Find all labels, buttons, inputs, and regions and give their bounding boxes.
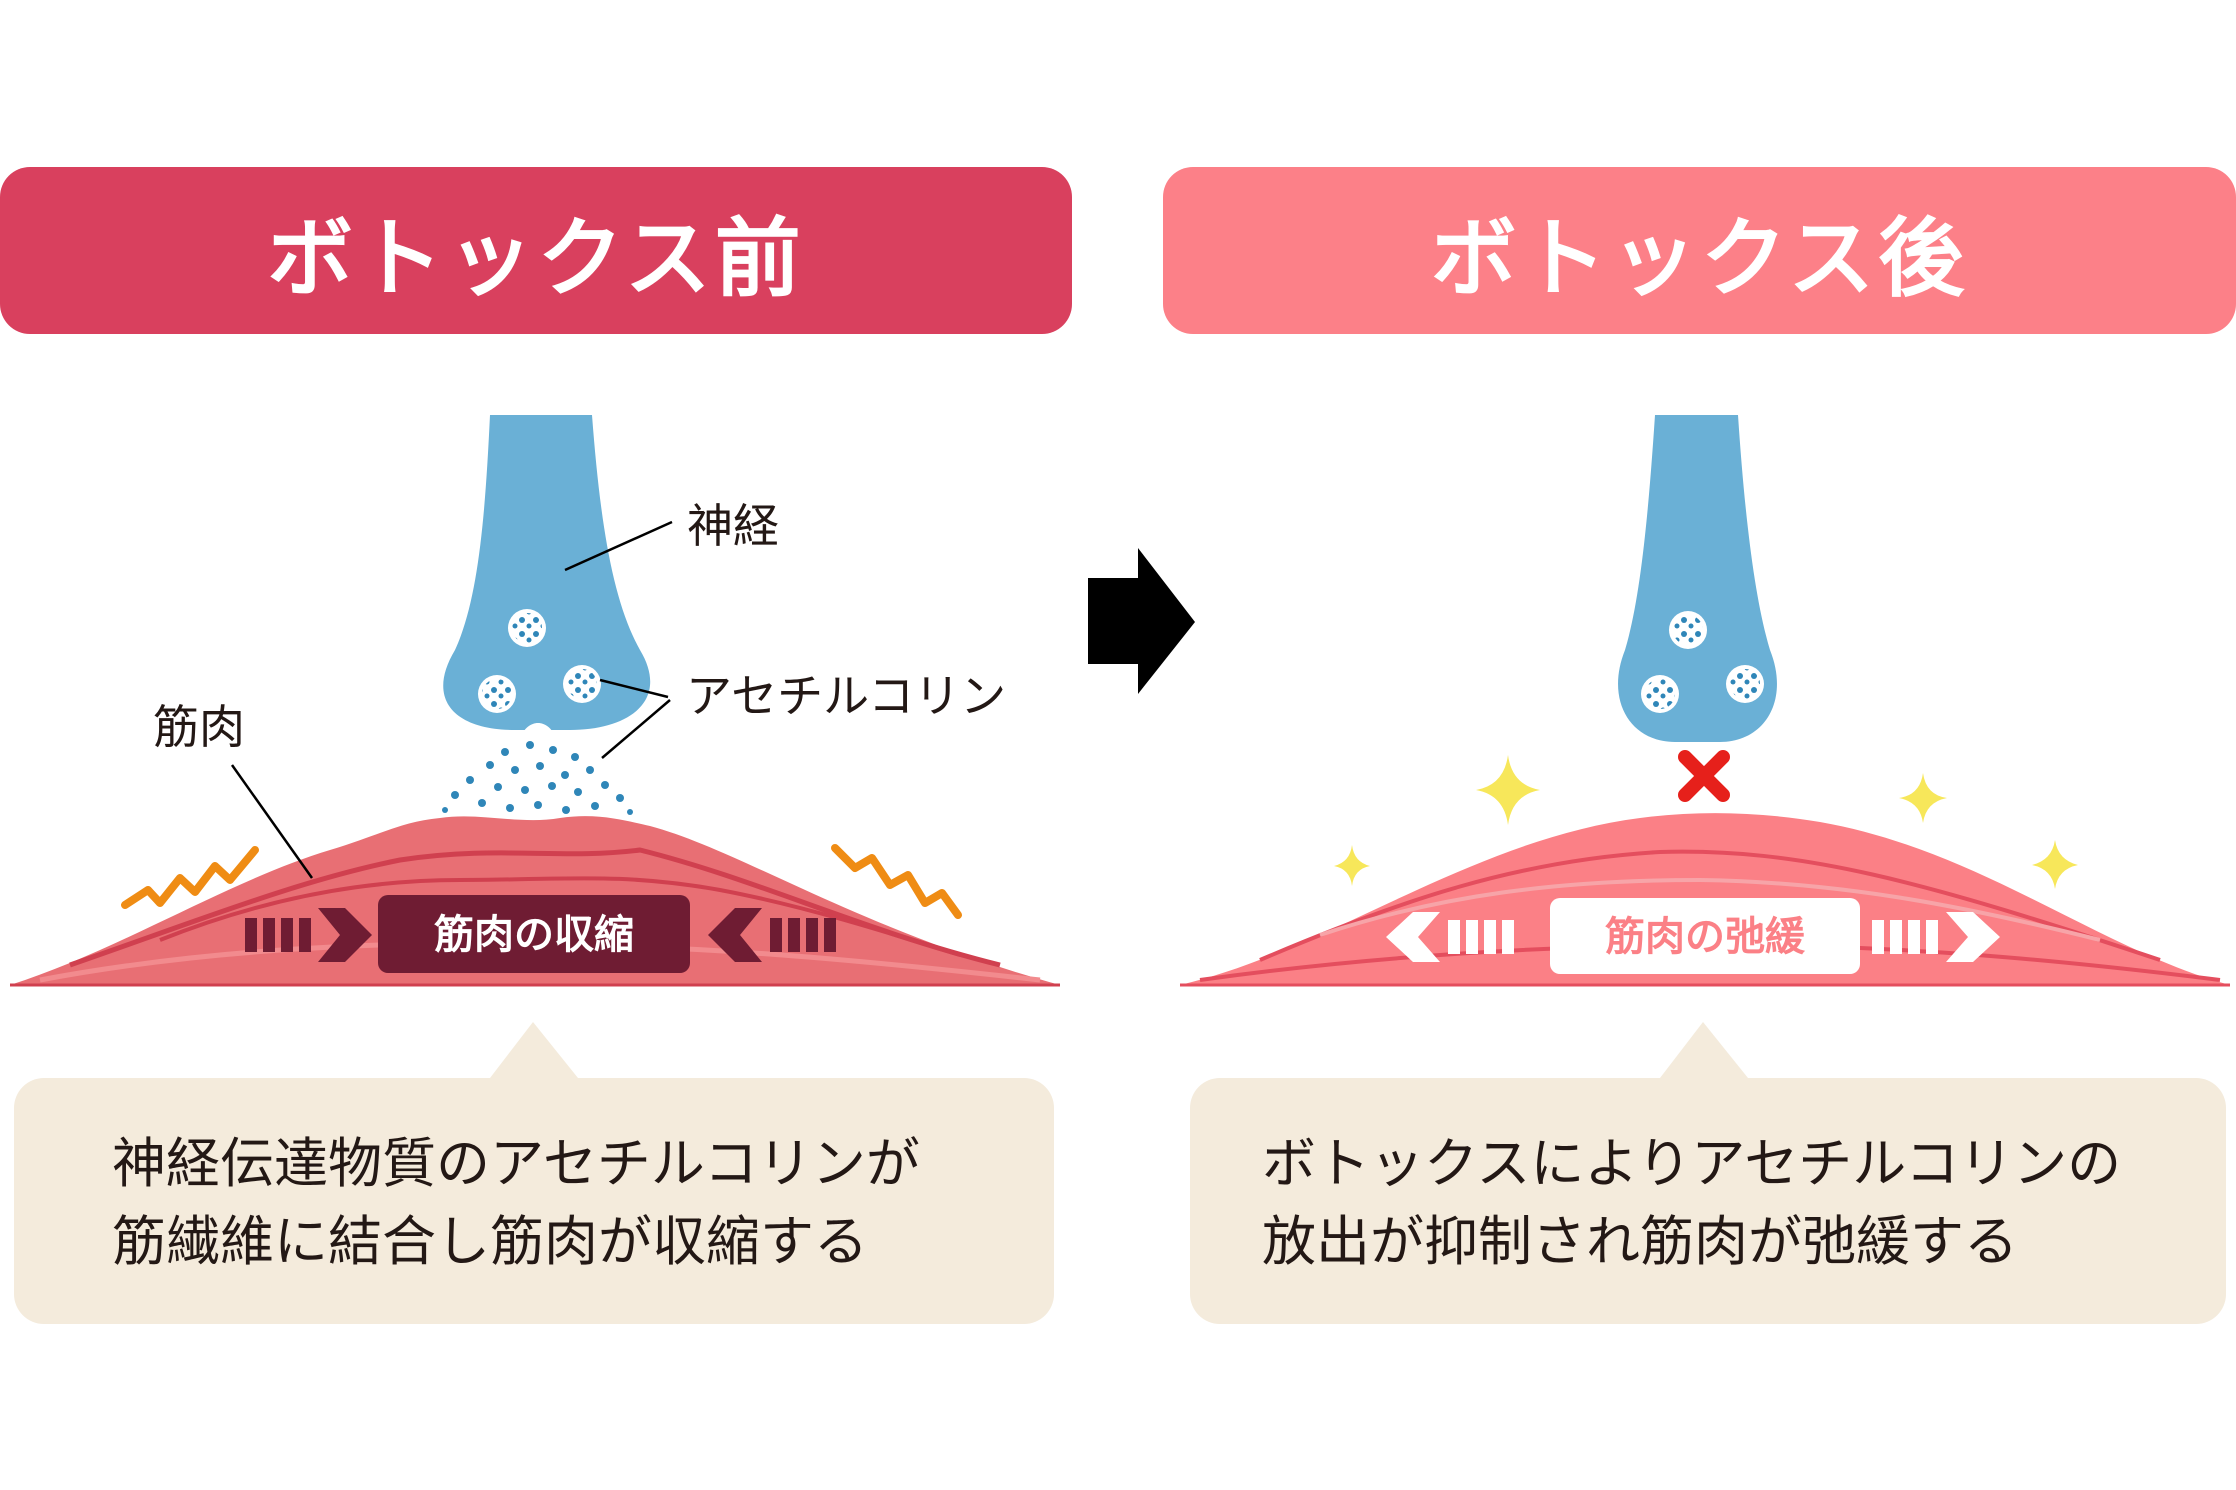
arrow-left-compress [708, 908, 836, 962]
vibration-icon [121, 846, 259, 909]
label-nerve: 神経 [687, 499, 779, 553]
caption-after [1190, 1078, 2226, 1324]
block-x-icon [1678, 750, 1730, 802]
caption-before-text: 神経伝達物質のアセチルコリンが 筋繊維に結合し筋肉が収縮する [112, 1132, 920, 1273]
sparkle-icon [1334, 755, 2078, 889]
leader-line-nerve [564, 520, 673, 572]
label-acetylcholine: アセチルコリン [686, 669, 1006, 723]
badge-before [378, 895, 690, 973]
caption-before [14, 1078, 1054, 1324]
leader-line-acetylcholine [601, 699, 671, 759]
badge-before-label: 筋肉の収縮 [434, 912, 634, 958]
right-arrow-icon [1088, 548, 1195, 694]
badge-after-label: 筋肉の弛緩 [1605, 914, 1806, 960]
leader-line-muscle [230, 764, 314, 879]
caption-after-text: ボトックスによりアセチルコリンの 放出が抑制され筋肉が弛緩する [1262, 1132, 2122, 1273]
arrow-right-compress [245, 908, 372, 962]
header-after-title: ボトックス後 [1430, 209, 1969, 309]
header-after: ボトックス後 [1163, 167, 2236, 334]
leader-line-acetylcholine [599, 678, 669, 699]
acetylcholine-particles [442, 741, 633, 815]
header-before-title: ボトックス前 [267, 209, 805, 309]
label-muscle: 筋肉 [153, 700, 245, 754]
caption-after-pointer [1660, 1022, 1748, 1078]
nerve-before [443, 415, 651, 730]
header-before: ボトックス前 [0, 167, 1072, 334]
arrow-left-relax [1386, 912, 1514, 962]
caption-before-pointer [490, 1022, 578, 1078]
badge-after [1550, 898, 1860, 974]
vesicles-after [1641, 611, 1764, 713]
vibration-icon [831, 844, 962, 919]
arrow-right-relax [1872, 912, 2000, 962]
vesicles-before [478, 609, 601, 738]
nerve-after [1618, 415, 1777, 742]
